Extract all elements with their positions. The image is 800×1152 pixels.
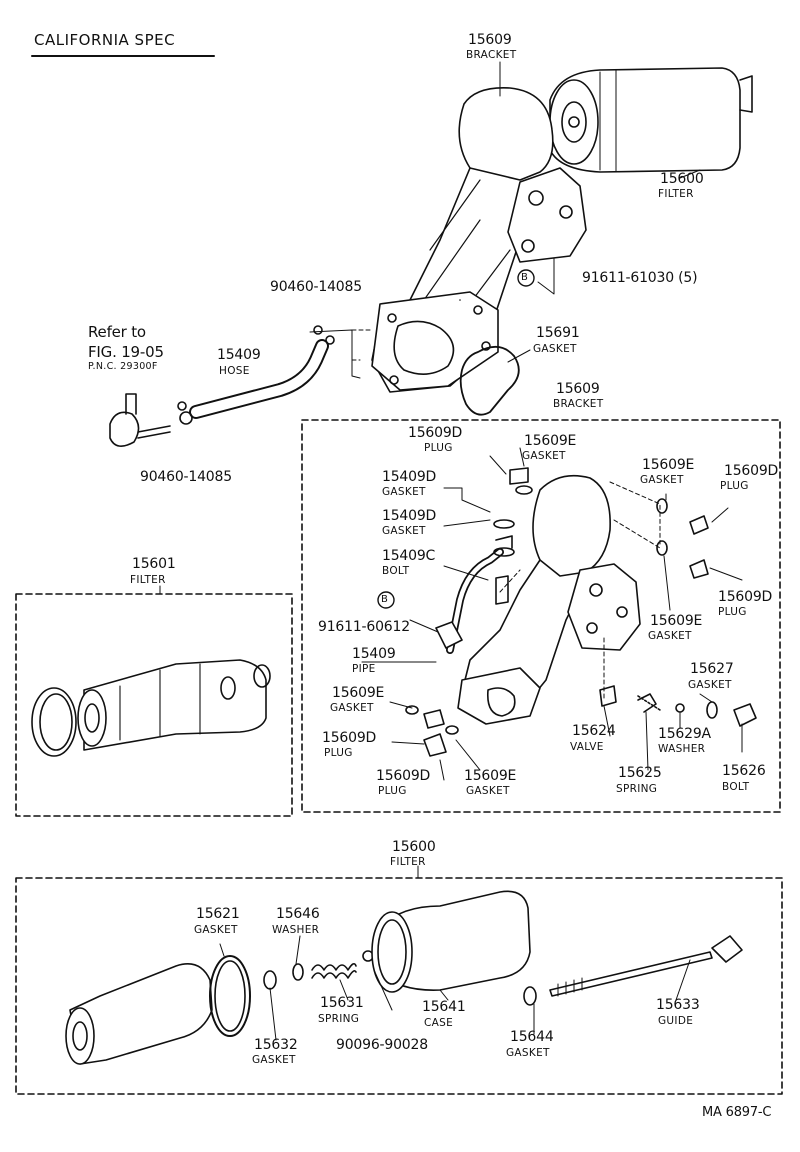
- circle-b-letter-mid: B: [381, 594, 388, 605]
- label-spring-15631-name: SPRING: [318, 1013, 360, 1025]
- label-filter-15600-bottom-name: FILTER: [390, 856, 426, 868]
- label-pipe-num: 15409: [352, 646, 396, 662]
- label-bolt-15626-name: BOLT: [722, 781, 750, 793]
- label-gasket-15609e-c-num: 15609E: [464, 768, 517, 784]
- label-90096-90028: 90096-90028: [336, 1037, 428, 1053]
- label-bolt-15626-num: 15626: [722, 763, 766, 779]
- page-title: CALIFORNIA SPEC: [34, 31, 176, 49]
- label-filter-15601-num: 15601: [132, 556, 176, 572]
- label-plug-15609d-e-num: 15609D: [718, 589, 773, 605]
- label-guide-15633-num: 15633: [656, 997, 700, 1013]
- label-plug-15609d-d-name: PLUG: [720, 480, 749, 492]
- label-gasket-15627-num: 15627: [690, 661, 734, 677]
- label-filter-15600-bottom-num: 15600: [392, 839, 436, 855]
- filter-15600-box: [15, 877, 783, 1095]
- top-filter-cartridge: [549, 67, 753, 173]
- label-washer-15646-name: WASHER: [272, 924, 320, 936]
- label-washer-15646-num: 15646: [276, 906, 320, 922]
- label-plug-15609d-d-num: 15609D: [724, 463, 779, 479]
- mid-small-parts: [405, 467, 757, 757]
- label-guide-15633-name: GUIDE: [658, 1015, 694, 1027]
- label-gasket-15409d-b-num: 15409D: [382, 508, 437, 524]
- label-pipe-name: PIPE: [352, 663, 376, 675]
- label-plug-15609d-a-name: PLUG: [424, 442, 453, 454]
- circle-b-marker-mid: [377, 591, 395, 609]
- label-bracket-top-num: 15609: [468, 32, 512, 48]
- label-gasket-15609e-b-num: 15609E: [332, 685, 385, 701]
- label-bracket-mid-name: BRACKET: [553, 398, 604, 410]
- top-bracket-body: [371, 87, 587, 393]
- label-bracket-top-name: BRACKET: [466, 49, 517, 61]
- label-plug-15609d-e-name: PLUG: [718, 606, 747, 618]
- label-91611-61030: 91611-61030 (5): [582, 270, 698, 286]
- label-gasket-15644-name: GASKET: [506, 1047, 550, 1059]
- label-washer-15629a-name: WASHER: [658, 743, 706, 755]
- label-gasket-15644-num: 15644: [510, 1029, 554, 1045]
- filter-15601-box: [15, 593, 293, 817]
- leader-lines-mid: [361, 447, 743, 781]
- label-gasket-15621-num: 15621: [196, 906, 240, 922]
- label-gasket-15632-name: GASKET: [252, 1054, 296, 1066]
- label-case-15641-num: 15641: [422, 999, 466, 1015]
- filter-15601-drawing: [31, 659, 271, 757]
- leader-lines-bottom: [159, 585, 691, 1041]
- label-filter-top-num: 15600: [660, 171, 704, 187]
- label-valve-num: 15624: [572, 723, 616, 739]
- label-gasket-15609e-a-num: 15609E: [524, 433, 577, 449]
- label-gasket-15609e-b-name: GASKET: [330, 702, 374, 714]
- label-gasket-15609e-d-name: GASKET: [640, 474, 684, 486]
- refer-line2: FIG. 19-05: [88, 343, 164, 361]
- label-spring-15625-num: 15625: [618, 765, 662, 781]
- label-clip-lower: 90460-14085: [140, 469, 232, 485]
- circle-b-letter-top: B: [521, 272, 528, 283]
- label-bolt-15409c-num: 15409C: [382, 548, 436, 564]
- label-gasket-15691-num: 15691: [536, 325, 580, 341]
- label-91611-60612: 91611-60612: [318, 619, 410, 635]
- label-gasket-15609e-a-name: GASKET: [522, 450, 566, 462]
- label-case-15641-name: CASE: [424, 1017, 454, 1029]
- label-bolt-15409c-name: BOLT: [382, 565, 410, 577]
- label-valve-name: VALVE: [570, 741, 604, 753]
- label-washer-15629a-num: 15629A: [658, 726, 711, 742]
- label-plug-15609d-b-name: PLUG: [324, 747, 353, 759]
- circle-b-marker-top: [517, 269, 535, 287]
- label-gasket-15609e-e-name: GASKET: [648, 630, 692, 642]
- label-filter-top-name: FILTER: [658, 188, 694, 200]
- label-plug-15609d-c-name: PLUG: [378, 785, 407, 797]
- mid-bracket-body: [457, 299, 641, 725]
- filter-15600-exploded: [65, 890, 743, 1065]
- label-spring-15625-name: SPRING: [616, 783, 658, 795]
- label-gasket-15409d-b-name: GASKET: [382, 525, 426, 537]
- label-hose-name: HOSE: [219, 365, 250, 377]
- label-filter-15601-name: FILTER: [130, 574, 166, 586]
- label-clip-upper: 90460-14085: [270, 279, 362, 295]
- label-gasket-15609e-c-name: GASKET: [466, 785, 510, 797]
- hose-assembly: [109, 325, 335, 447]
- label-gasket-15691-name: GASKET: [533, 343, 577, 355]
- label-bracket-mid-num: 15609: [556, 381, 600, 397]
- label-plug-15609d-c-num: 15609D: [376, 768, 431, 784]
- label-gasket-15632-num: 15632: [254, 1037, 298, 1053]
- label-hose-num: 15409: [217, 347, 261, 363]
- label-gasket-15409d-a-num: 15409D: [382, 469, 437, 485]
- label-gasket-15609e-d-num: 15609E: [642, 457, 695, 473]
- label-gasket-15621-name: GASKET: [194, 924, 238, 936]
- label-plug-15609d-a-num: 15609D: [408, 425, 463, 441]
- top-gasket-15691: [459, 346, 520, 416]
- label-gasket-15409d-a-name: GASKET: [382, 486, 426, 498]
- refer-line1: Refer to: [88, 323, 146, 341]
- label-spring-15631-num: 15631: [320, 995, 364, 1011]
- refer-line3: P.N.C. 29300F: [88, 361, 158, 372]
- label-gasket-15627-name: GASKET: [688, 679, 732, 691]
- label-gasket-15609e-e-num: 15609E: [650, 613, 703, 629]
- leader-lines-top: [309, 61, 701, 379]
- bracket-group-box: [301, 419, 781, 813]
- drawing-code: MA 6897-C: [702, 1105, 772, 1120]
- label-plug-15609d-b-num: 15609D: [322, 730, 377, 746]
